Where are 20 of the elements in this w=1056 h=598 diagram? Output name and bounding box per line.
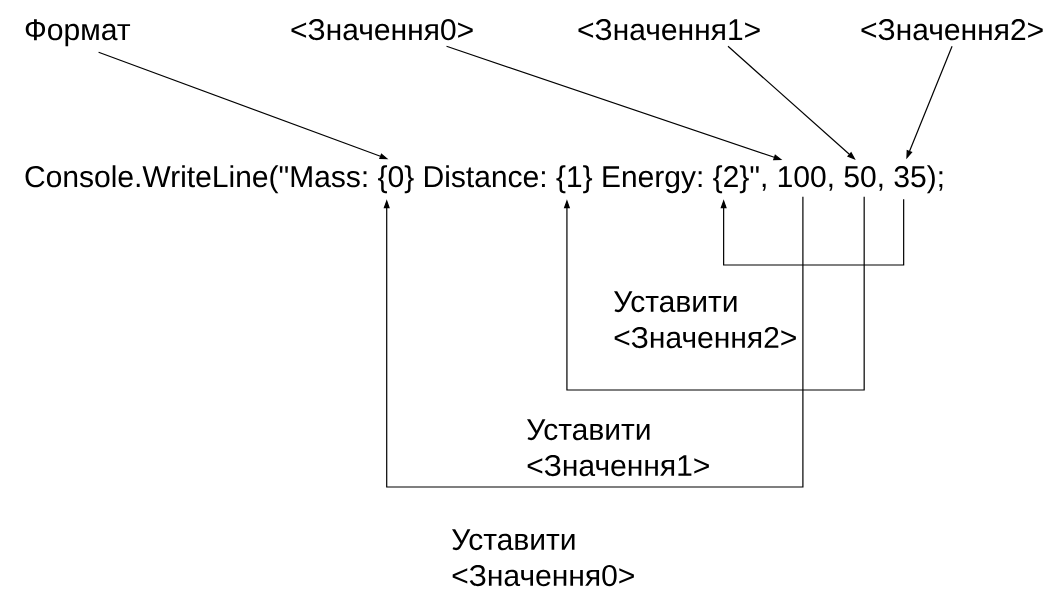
code-token: Distance: <box>425 165 545 188</box>
edge-label: Уставити <Значення2> <box>614 291 796 349</box>
code-token: {2} <box>713 165 749 194</box>
code-token: ", <box>750 166 766 191</box>
code-token: 50, <box>844 166 883 191</box>
value-label: <Значення1> <box>578 19 760 41</box>
arrow <box>563 196 865 391</box>
edge-label: Уставити <Значення1> <box>527 419 709 477</box>
edge-label: Уставити <Значення0> <box>452 529 634 587</box>
value-label: <Значення0> <box>291 19 473 41</box>
arrow <box>720 198 905 266</box>
code-token: {1} <box>556 165 593 194</box>
code-token: Energy: <box>603 166 702 194</box>
code-token: 35); <box>894 165 943 194</box>
value-label: <Значення2> <box>861 19 1043 41</box>
code-token: 100, <box>778 166 833 191</box>
code-token: Console.WriteLine("Mass: <box>25 165 367 194</box>
format-label: Формат <box>25 19 131 47</box>
arrow <box>383 196 804 488</box>
code-token: {0} <box>378 165 414 194</box>
